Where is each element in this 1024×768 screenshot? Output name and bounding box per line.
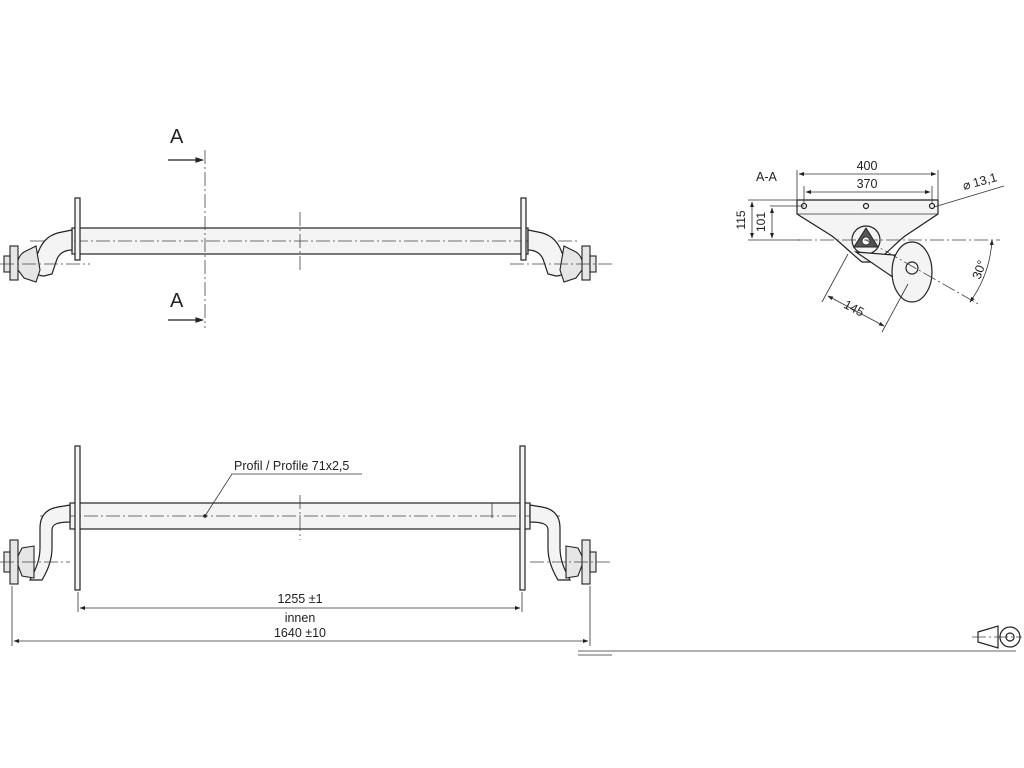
hub-center-section: [905, 261, 919, 275]
dim-400-value: 400: [857, 159, 878, 173]
mounting-plate-right-front: [519, 445, 526, 591]
hole-dia-leader: [933, 185, 1005, 208]
torsion-arm-left-front: [29, 504, 71, 581]
wheel-hub-section: [891, 241, 933, 303]
dim-145-line: [827, 295, 885, 327]
dim-inner-label: innen: [285, 611, 316, 625]
angle-arc: [969, 239, 994, 303]
section-letter-lower: A: [170, 290, 184, 312]
front-view: Profil / Profile 71x2,5 1255 ±1 innen 16…: [0, 445, 612, 646]
mounting-plate-right-top: [520, 197, 527, 261]
dim-inner-value: 1255 ±1: [277, 592, 322, 606]
dim-145-value: 145: [841, 297, 866, 319]
brake-drum-right-top: [581, 245, 591, 281]
dim-total-value: 1640 ±10: [274, 626, 326, 640]
hole-dia-callout: ⌀13,1: [961, 170, 998, 193]
mounting-plate-left-front: [74, 445, 81, 591]
mounting-plate-left-top: [74, 197, 81, 261]
profile-leader-dot: [203, 514, 207, 518]
hole-dia-value: 13,1: [971, 170, 998, 190]
top-view: A A: [0, 126, 612, 328]
title-block-edge: [578, 650, 1016, 656]
projection-symbol-icon: [972, 625, 1022, 649]
dim-145-ext-b: [881, 283, 909, 333]
angle-value: 30°: [970, 258, 990, 281]
dim-101-value: 101: [754, 212, 768, 232]
section-letter-upper: A: [170, 126, 184, 148]
dim-370-value: 370: [857, 177, 878, 191]
section-view-label: A-A: [756, 170, 778, 184]
section-view: A-A 400 370 115 101 ⌀: [734, 159, 1005, 333]
dim-115-value: 115: [734, 210, 748, 229]
brake-drum-left-top: [9, 245, 19, 281]
dim-145-ext-a: [821, 253, 849, 303]
diameter-symbol-icon: ⌀: [961, 177, 972, 192]
profile-leader-line: [204, 473, 362, 517]
torsion-core-center: [861, 236, 871, 246]
profile-callout: Profil / Profile 71x2,5: [234, 459, 349, 473]
torsion-arm-right-front: [529, 504, 571, 581]
bolt-hole-center: [862, 202, 870, 210]
